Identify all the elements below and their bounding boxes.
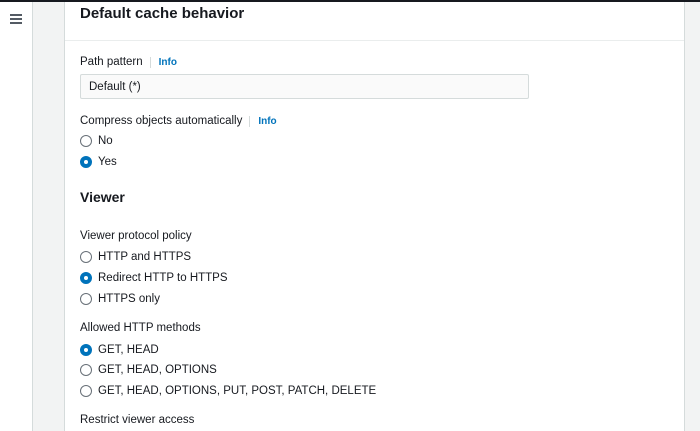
path-pattern-info-link[interactable]: Info: [149, 57, 177, 68]
hamburger-menu-icon[interactable]: [10, 14, 22, 24]
path-pattern-input[interactable]: [80, 74, 529, 99]
allowed-http-methods-label: Allowed HTTP methods: [80, 322, 201, 334]
restrict-viewer-access-label: Restrict viewer access: [80, 414, 195, 426]
protocol-option-http-and-https[interactable]: HTTP and HTTPS: [80, 249, 191, 265]
radio-no[interactable]: [80, 135, 92, 147]
compress-objects-label: Compress objects automatically Info: [80, 115, 277, 127]
radio-label-all-methods: GET, HEAD, OPTIONS, PUT, POST, PATCH, DE…: [98, 385, 377, 397]
radio-get-head[interactable]: [80, 344, 92, 356]
radio-label-redirect: Redirect HTTP to HTTPS: [98, 272, 228, 284]
viewer-section-title: Viewer: [80, 189, 125, 205]
left-gutter: [33, 2, 64, 431]
radio-http-and-https[interactable]: [80, 251, 92, 263]
radio-get-head-options[interactable]: [80, 364, 92, 376]
path-pattern-label-text: Path pattern: [80, 56, 143, 68]
compress-option-no[interactable]: No: [80, 133, 113, 149]
right-gutter: [685, 2, 700, 431]
compress-option-yes[interactable]: Yes: [80, 154, 117, 170]
radio-label-https-only: HTTPS only: [98, 293, 160, 305]
radio-label-no: No: [98, 135, 113, 147]
radio-label-get-head: GET, HEAD: [98, 344, 159, 356]
compress-objects-info-link[interactable]: Info: [249, 116, 277, 127]
methods-option-get-head[interactable]: GET, HEAD: [80, 342, 159, 358]
navigation-rail: [0, 2, 33, 431]
viewer-protocol-policy-label: Viewer protocol policy: [80, 230, 192, 242]
radio-label-yes: Yes: [98, 156, 117, 168]
radio-label-get-head-options: GET, HEAD, OPTIONS: [98, 364, 217, 376]
radio-yes[interactable]: [80, 156, 92, 168]
methods-option-get-head-options[interactable]: GET, HEAD, OPTIONS: [80, 362, 217, 378]
path-pattern-label: Path pattern Info: [80, 56, 177, 68]
panel-title: Default cache behavior: [80, 5, 245, 22]
radio-redirect-http-to-https[interactable]: [80, 272, 92, 284]
radio-label-http-and-https: HTTP and HTTPS: [98, 251, 192, 263]
top-border: [0, 0, 700, 2]
radio-all-methods[interactable]: [80, 385, 92, 397]
protocol-option-https-only[interactable]: HTTPS only: [80, 291, 160, 307]
compress-objects-label-text: Compress objects automatically: [80, 115, 243, 127]
methods-option-all[interactable]: GET, HEAD, OPTIONS, PUT, POST, PATCH, DE…: [80, 383, 376, 399]
panel-header: Default cache behavior: [65, 2, 684, 41]
radio-https-only[interactable]: [80, 293, 92, 305]
protocol-option-redirect[interactable]: Redirect HTTP to HTTPS: [80, 270, 228, 286]
